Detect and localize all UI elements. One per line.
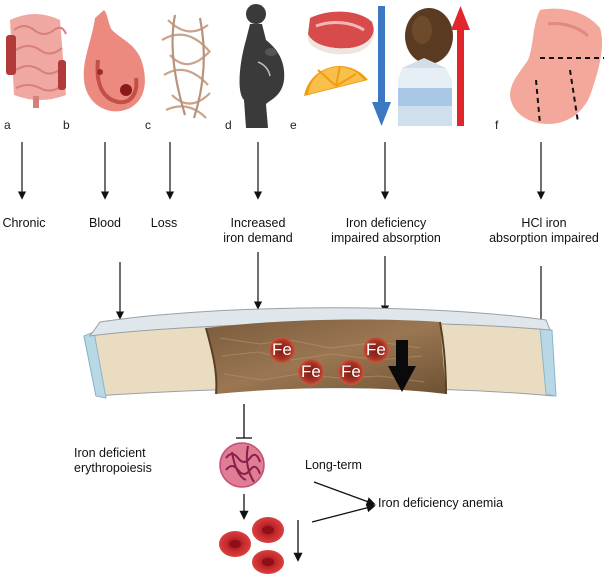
label-increased-line-2: iron demand xyxy=(223,231,293,245)
label-long-term: Long-term xyxy=(305,458,362,472)
label-hcl-iron: HCl iron absorption impaired xyxy=(484,216,604,246)
label-hcl-line-2: absorption impaired xyxy=(489,231,599,245)
panel-letter-b: b xyxy=(63,118,70,132)
label-absorption-line-2: impaired absorption xyxy=(331,231,441,245)
pregnant-woman-icon xyxy=(239,4,285,128)
stomach-surgery-icon xyxy=(510,8,604,125)
bone-marrow xyxy=(206,319,446,394)
red-blood-cells-icon xyxy=(219,517,284,574)
label-iron-deficient-erythropoiesis: Iron deficient erythropoiesis xyxy=(74,446,184,476)
fe-label-1: Fe xyxy=(272,340,292,359)
fe-label-4: Fe xyxy=(366,340,386,359)
fe-label-2: Fe xyxy=(301,362,321,381)
label-erythro-line-2: erythropoiesis xyxy=(74,461,152,475)
tissue-fiber-icon xyxy=(161,14,211,119)
label-erythro-line-1: Iron deficient xyxy=(74,446,146,460)
fe-ball-4 xyxy=(363,337,389,363)
milk-carton-icon xyxy=(398,58,452,126)
coconut-icon xyxy=(405,8,453,64)
bone-cross-section xyxy=(83,307,557,399)
rbc-to-anemia-arrow xyxy=(311,503,376,523)
fe-ball-3 xyxy=(338,359,364,385)
panel-letter-f: f xyxy=(495,118,499,132)
label-blood: Blood xyxy=(89,216,121,230)
panel-arrows xyxy=(17,142,546,200)
label-hcl-line-1: HCl iron xyxy=(521,216,567,230)
panel-letter-d: d xyxy=(225,118,232,132)
bone-arrows xyxy=(115,252,546,328)
label-loss: Loss xyxy=(150,216,178,230)
fe-ball-1 xyxy=(269,337,295,363)
label-iron-deficiency-absorption: Iron deficiency impaired absorption xyxy=(316,216,456,246)
label-iron-deficiency-anemia: Iron deficiency anemia xyxy=(378,496,504,510)
stomach-icon xyxy=(83,10,145,112)
intestine-icon xyxy=(6,14,67,108)
orange-slice-icon xyxy=(304,65,368,96)
fe-label-3: Fe xyxy=(341,362,361,381)
red-up-arrow xyxy=(451,6,470,126)
erythroblast-icon xyxy=(219,442,265,488)
inhibition-line xyxy=(236,404,252,439)
label-absorption-line-1: Iron deficiency xyxy=(345,216,427,230)
fe-ball-2 xyxy=(298,359,324,385)
bone-down-arrow xyxy=(388,340,416,392)
iron-particles xyxy=(269,337,389,385)
label-increased-iron-demand: Increased iron demand xyxy=(208,216,308,246)
panel-letter-a: a xyxy=(4,118,11,132)
label-increased-line-1: Increased xyxy=(230,216,286,230)
steak-icon xyxy=(308,11,375,55)
long-term-arrow xyxy=(313,481,376,506)
label-chronic: Chronic xyxy=(2,216,46,230)
panel-letter-c: c xyxy=(145,118,151,132)
panel-letter-e: e xyxy=(290,118,297,132)
blue-down-arrow xyxy=(372,6,391,126)
